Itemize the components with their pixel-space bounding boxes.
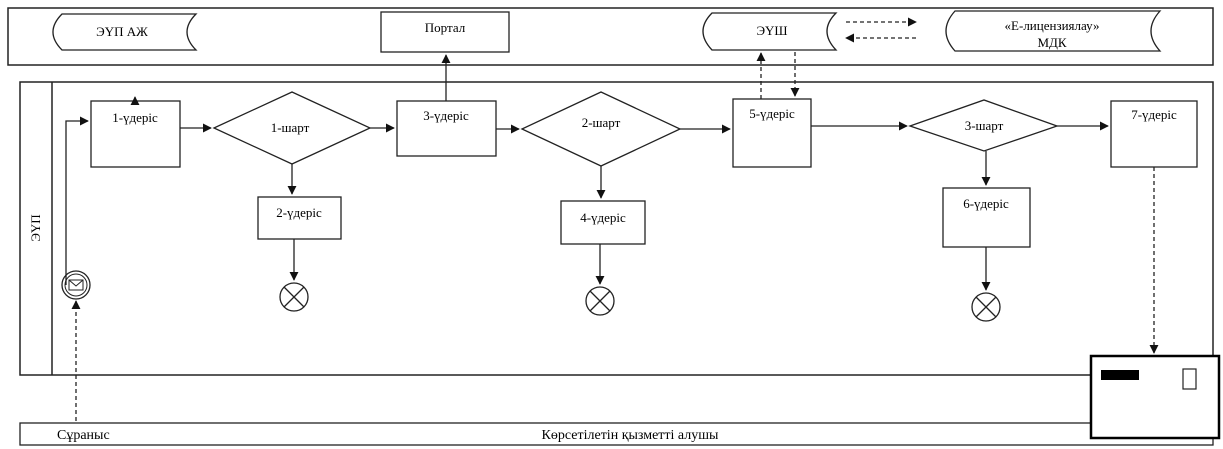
envelope-icon [68,279,84,291]
step-2-label: 2-үдеріс [276,205,322,220]
portal-box: Портал [380,11,510,53]
start-message-event [61,270,91,300]
step-3-label: 3-үдеріс [423,108,469,123]
process-lane-label: ЭҮП [28,214,43,241]
condition-1-label: 1-шарт [271,120,310,135]
condition-3: 3-шарт [908,99,1059,152]
step-6-label: 6-үдеріс [963,196,1009,211]
step-4: 4-үдеріс [560,200,646,245]
portal-label: Портал [425,20,466,35]
step-1-label: 1-үдеріс [112,110,158,125]
result-document-dark-bar [1101,370,1139,380]
step-1: 1-үдеріс [90,100,181,168]
eush-store: ЭҮШ [702,12,838,51]
result-document-icon [1089,354,1221,440]
end-event-2 [585,286,615,316]
e-license-label-line1: «Е-лицензиялау» [1005,18,1100,33]
request-label: Сұраныс [57,428,110,443]
condition-2-label: 2-шарт [582,115,621,130]
e-license-store: «Е-лицензиялау» МДК [945,10,1162,52]
eup-aj-label: ЭҮП АЖ [96,24,148,39]
e-license-label-line2: МДК [1037,35,1066,50]
step-3: 3-үдеріс [396,100,497,157]
result-document-stamp [1182,368,1197,390]
eush-label: ЭҮШ [756,23,787,38]
step-2: 2-үдеріс [257,196,342,240]
step-6: 6-үдеріс [942,187,1031,248]
step-5-label: 5-үдеріс [749,106,795,121]
step-5: 5-үдеріс [732,98,812,168]
step-4-label: 4-үдеріс [580,210,626,225]
flow-start-to-step1 [65,116,89,285]
end-event-3 [971,292,1001,322]
step-7: 7-үдеріс [1110,100,1198,168]
eup-aj-store: ЭҮП АЖ [52,13,198,51]
step-7-label: 7-үдеріс [1131,107,1177,122]
recipient-label: Көрсетілетін қызметті алушы [542,428,719,443]
condition-3-label: 3-шарт [965,118,1004,133]
end-event-1 [279,282,309,312]
